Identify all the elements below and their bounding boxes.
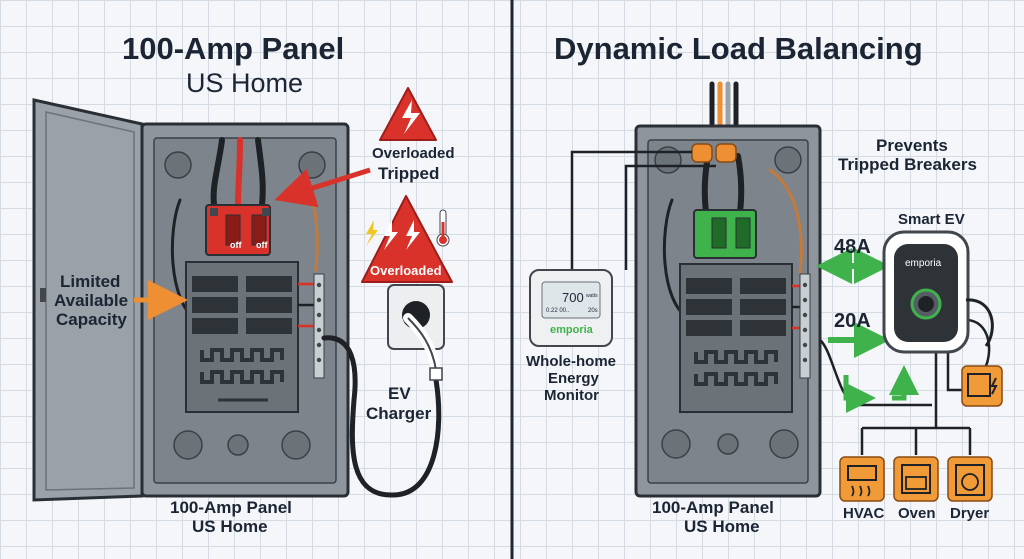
overloaded-label: Overloaded bbox=[372, 145, 455, 162]
overloaded-badge-text: Overloaded bbox=[370, 263, 442, 278]
amps-low-label: 20A bbox=[834, 310, 871, 332]
oven-icon bbox=[893, 456, 939, 502]
battery-charger-icon bbox=[961, 365, 1003, 407]
breaker-off-label-1: off bbox=[230, 240, 242, 250]
limited-label-2: Available bbox=[54, 291, 129, 310]
smart-ev-label: Smart EV bbox=[898, 211, 965, 228]
tripped-label: Tripped bbox=[378, 164, 440, 183]
left-wire-runs bbox=[298, 282, 314, 328]
left-panel-door bbox=[32, 98, 144, 502]
monitor-label-3: Monitor bbox=[544, 387, 599, 404]
prevents-label-2: Tripped Breakers bbox=[838, 155, 977, 174]
ev-charger-cable bbox=[321, 335, 442, 498]
right-wire-runs bbox=[792, 284, 800, 330]
left-main-breaker bbox=[205, 204, 271, 256]
overheat-warning-icon bbox=[361, 195, 453, 283]
smart-ev-charger bbox=[882, 230, 970, 354]
limited-label-3: Capacity bbox=[56, 310, 127, 329]
monitor-label-1: Whole-home bbox=[526, 353, 616, 370]
hvac-icon bbox=[839, 456, 885, 502]
left-panel-label-2: US Home bbox=[192, 517, 268, 536]
left-panel-label-1: 100-Amp Panel bbox=[170, 498, 292, 517]
amps-high-label: 48A bbox=[834, 236, 871, 258]
left-subtitle: US Home bbox=[186, 68, 304, 98]
balancing-arrows bbox=[816, 248, 919, 413]
right-terminal-bar bbox=[799, 273, 811, 379]
right-panel-label-2: US Home bbox=[684, 517, 760, 536]
ev-wall-outlet bbox=[387, 284, 445, 350]
current-sensor-clamps bbox=[691, 143, 737, 163]
ev-plug-icon bbox=[403, 313, 443, 381]
right-panel-label-1: 100-Amp Panel bbox=[652, 498, 774, 517]
breaker-off-label-2: off bbox=[256, 240, 268, 250]
ev-charger-label-2: Charger bbox=[366, 404, 432, 423]
monitor-reading: 700 bbox=[562, 290, 584, 305]
ev-charger-cable-right bbox=[965, 298, 994, 347]
overload-warning-icon bbox=[379, 87, 437, 141]
tripped-arrow bbox=[274, 167, 371, 208]
right-main-breaker bbox=[693, 209, 757, 259]
monitor-label-2: Energy bbox=[548, 370, 599, 387]
monitor-sensor-wires bbox=[570, 150, 716, 270]
limited-label-1: Limited bbox=[60, 272, 121, 291]
right-title: Dynamic Load Balancing bbox=[554, 31, 923, 66]
ev-charger-label-1: EV bbox=[388, 384, 411, 403]
prevents-label-1: Prevents bbox=[876, 136, 948, 155]
left-title: 100-Amp Panel bbox=[122, 31, 345, 66]
right-breaker-rows bbox=[679, 263, 793, 413]
left-breaker-rows bbox=[185, 261, 299, 413]
monitor-unit: watts bbox=[586, 293, 598, 299]
dryer-icon bbox=[947, 456, 993, 502]
monitor-brand-label: emporia bbox=[550, 324, 593, 336]
left-terminal-bar bbox=[313, 273, 325, 379]
monitor-small-right: 20s bbox=[588, 308, 598, 314]
charger-brand-label: emporia bbox=[905, 258, 942, 269]
appliance-label-hvac: HVAC bbox=[843, 505, 885, 522]
appliance-label-oven: Oven bbox=[898, 505, 936, 522]
monitor-small-left: 0.22 00.. bbox=[546, 308, 570, 314]
appliance-label-dryer: Dryer bbox=[950, 505, 990, 522]
energy-monitor-device bbox=[529, 269, 613, 347]
